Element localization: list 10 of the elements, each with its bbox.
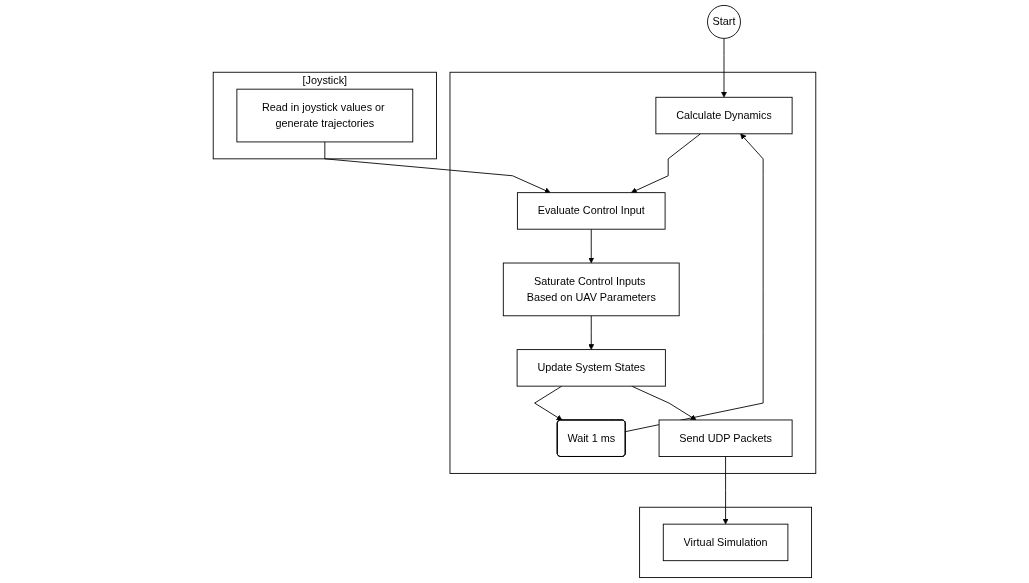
node-box: Virtual Simulation [662,523,789,562]
cluster [639,506,813,579]
node-box: Read in joystick values or generate trajectories [236,88,414,143]
cluster [449,71,817,474]
node-circle: Start [707,4,741,39]
node-box: Update System States [516,349,666,387]
node-box: Send UDP Packets [658,419,793,457]
node-box: Evaluate Control Input [516,192,666,230]
node-box: Calculate Dynamics [655,96,793,135]
node-box: Saturate Control Inputs Based on UAV Parameters [502,262,680,317]
